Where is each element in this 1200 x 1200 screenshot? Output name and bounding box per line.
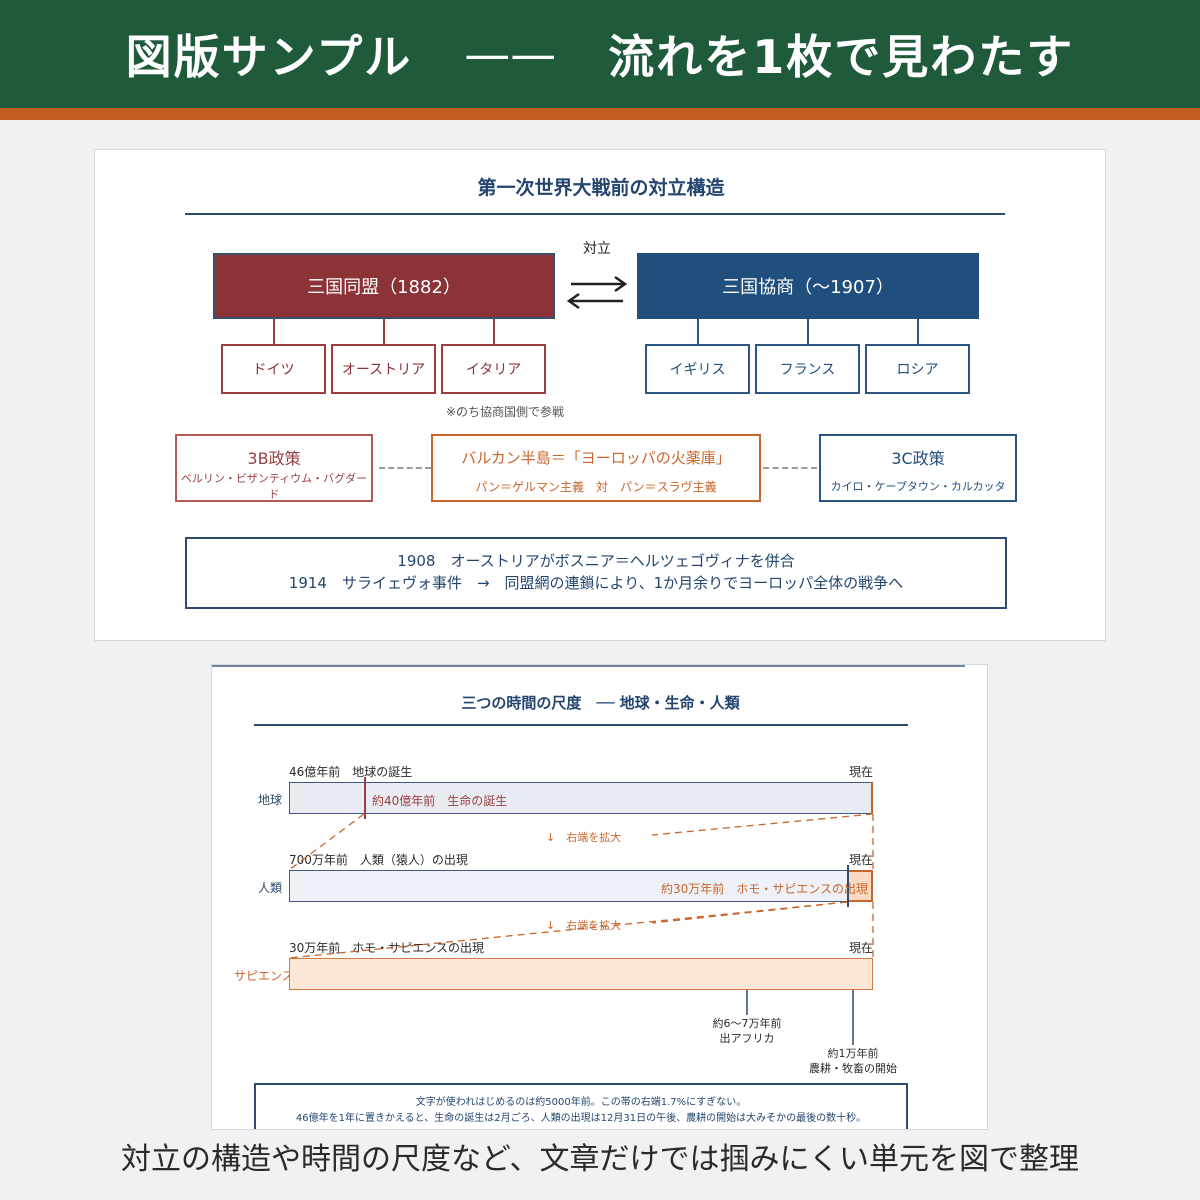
alliance-connector [383, 319, 385, 344]
entente-connector [697, 319, 699, 344]
alliance-member-austria: オーストリア [331, 344, 436, 394]
diagram1-title: 第一次世界大戦前の対立構造 [477, 176, 725, 199]
page-caption: 対立の構造や時間の尺度など、文章だけでは掴みにくい単元を図で整理 [121, 1142, 1079, 1177]
policy-3b-title: 3B政策 [247, 449, 301, 468]
note-line-1: 文字が使われはじめるのは約5000年前。この帯の右端1.7%にすぎない。 [415, 1097, 747, 1108]
entente-member-russia: ロシア [865, 344, 970, 394]
events-box: 1908 オーストリアがボスニア＝ヘルツェゴヴィナを併合 1914 サライェヴォ… [185, 537, 1007, 609]
sapiens-origin-label: 約30万年前 ホモ・サピエンスの出現 [661, 882, 869, 896]
diagram1-title-rule [185, 213, 1005, 215]
earth-now-label: 現在 [849, 765, 874, 779]
life-origin-label: 約40億年前 生命の誕生 [372, 794, 508, 808]
agriculture-date: 約1万年前 [827, 1047, 879, 1060]
human-now-label: 現在 [849, 853, 874, 867]
policy-3c-title: 3C政策 [891, 449, 945, 468]
dashed-link [379, 467, 431, 469]
entente-member-britain: イギリス [645, 344, 750, 394]
balkan-box: バルカン半島＝「ヨーロッパの火薬庫」 パン＝ゲルマン主義 対 パン＝スラヴ主義 [431, 434, 761, 502]
agriculture-event: 約1万年前 農耕・牧畜の開始 [798, 1047, 908, 1077]
balkan-title: バルカン半島＝「ヨーロッパの火薬庫」 [461, 448, 731, 467]
entente-connector [917, 319, 919, 344]
diagram-ww1-panel: 第一次世界大戦前の対立構造 三国同盟（1882） ドイツ オーストリア イタリア… [94, 149, 1106, 641]
sapiens-origin-marker [847, 865, 849, 907]
out-of-africa-date: 約6〜7万年前 [712, 1017, 782, 1030]
row-label-human: 人類 [258, 881, 283, 895]
earth-start-label: 46億年前 地球の誕生 [289, 765, 413, 779]
time-note-box: 文字が使われはじめるのは約5000年前。この帯の右端1.7%にすぎない。 46億… [254, 1083, 908, 1129]
life-origin-marker [364, 777, 366, 819]
header-subtitle: 流れを1枚で見わたす [608, 30, 1075, 84]
human-timeline-bar [289, 870, 873, 902]
balkan-sub: パン＝ゲルマン主義 対 パン＝スラヴ主義 [475, 479, 717, 494]
policy-3c-sub: カイロ・ケープタウン・カルカッタ [830, 480, 1006, 493]
versus-arrows-icon [566, 275, 628, 310]
header-main-title: 図版サンプル [125, 30, 413, 84]
header-separator: —— [464, 27, 557, 81]
out-of-africa-event: 約6〜7万年前 出アフリカ [692, 1017, 802, 1047]
panel-top-rule [212, 665, 965, 667]
earth-timeline-bar [289, 782, 873, 814]
header-accent-stripe [0, 108, 1200, 120]
alliance-connector [493, 319, 495, 344]
agriculture-text: 農耕・牧畜の開始 [809, 1061, 897, 1075]
diagram-timescale-panel: 三つの時間の尺度 ── 地球・生命・人類 46億年前 地球の誕生 現在 地球 約… [211, 664, 988, 1130]
alliance-connector [273, 319, 275, 344]
sapiens-timeline-bar [289, 958, 873, 990]
header-title: 図版サンプル —— 流れを1枚で見わたす [0, 0, 1200, 108]
versus-label: 対立 [583, 241, 611, 257]
entente-member-france: フランス [755, 344, 860, 394]
alliance-member-italy: イタリア [441, 344, 546, 394]
triple-alliance-box: 三国同盟（1882） [213, 253, 555, 319]
out-of-africa-text: 出アフリカ [719, 1031, 775, 1045]
row-label-earth: 地球 [258, 793, 283, 807]
alliance-member-germany: ドイツ [221, 344, 326, 394]
zoom-guide-lines [288, 813, 874, 1045]
event-1914: 1914 サライェヴォ事件 → 同盟網の連鎖により、1か月余りでヨーロッパ全体の… [288, 574, 904, 592]
earth-right-edge [871, 782, 873, 814]
note-line-2: 46億年を1年に置きかえると、生命の誕生は2月ごろ、人類の出現は12月31日の午… [295, 1112, 867, 1124]
zoom-label-2: ↓ 右端を拡大 [546, 919, 622, 932]
dashed-link [763, 467, 817, 469]
policy-3b-sub: ベルリン・ビザンティウム・バグダード [180, 472, 368, 501]
triple-entente-box: 三国協商（〜1907） [637, 253, 979, 319]
policy-3b-box: 3B政策 ベルリン・ビザンティウム・バグダード [175, 434, 373, 502]
alliance-note: ※のち協商国側で参戦 [445, 405, 565, 419]
sapiens-segment [847, 870, 873, 902]
diagram2-title: 三つの時間の尺度 ── 地球・生命・人類 [461, 693, 740, 712]
human-start-label: 700万年前 人類（猿人）の出現 [289, 853, 468, 867]
zoom-label-1: ↓ 右端を拡大 [546, 831, 622, 844]
policy-3c-box: 3C政策 カイロ・ケープタウン・カルカッタ [819, 434, 1017, 502]
entente-connector [807, 319, 809, 344]
sapiens-now-label: 現在 [849, 941, 874, 955]
event-1908: 1908 オーストリアがボスニア＝ヘルツェゴヴィナを併合 [397, 552, 795, 571]
row-label-sapiens: サピエンス [234, 969, 294, 983]
header-bar [0, 0, 1200, 108]
diagram2-title-rule [254, 724, 908, 726]
